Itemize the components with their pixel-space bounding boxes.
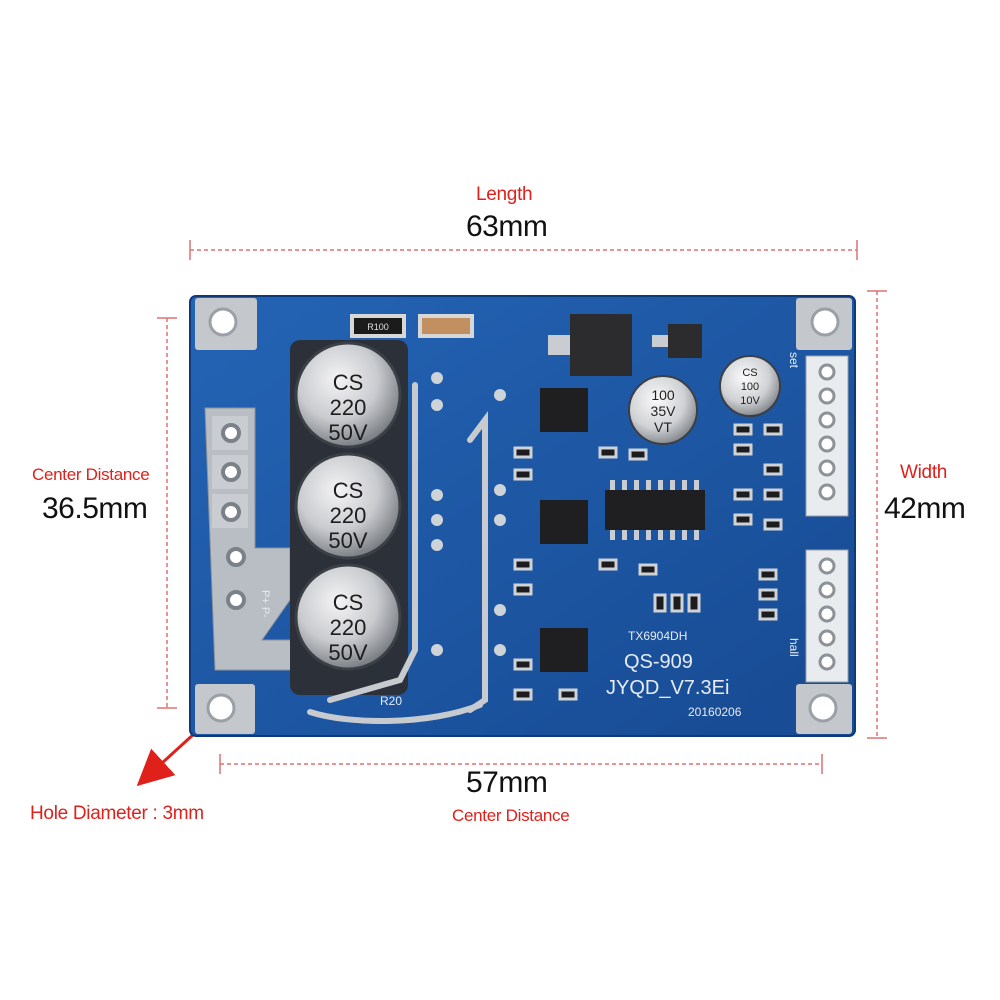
date-label: 20160206 [688, 705, 742, 719]
small-cap1-bot: VT [654, 419, 672, 435]
smd-components [513, 423, 783, 701]
mounting-hole-bottom-left [195, 684, 255, 734]
mounting-hole-bottom-right [796, 684, 852, 734]
capacitor-3-voltage: 50V [328, 640, 367, 665]
pcb-board: CS 220 50V CS 220 50V CS 220 50V P+ P- [189, 295, 856, 737]
via-pads [431, 372, 506, 656]
length-dimension-line [189, 240, 858, 260]
small-cap1-mid: 35V [651, 403, 677, 419]
chip-label: TX6904DH [628, 629, 687, 643]
hole-diameter-label: Hole Diameter : 3mm [30, 803, 204, 824]
bottom-dimension-line [219, 754, 823, 774]
set-connector [805, 355, 849, 517]
capacitor-2-value: 220 [330, 503, 367, 528]
length-label: Length [476, 184, 533, 205]
voltage-regulator-2 [652, 324, 702, 358]
set-label: set [787, 352, 801, 369]
length-value: 63mm [466, 210, 548, 243]
capacitor-3-value: 220 [330, 615, 367, 640]
capacitor-2-voltage: 50V [328, 528, 367, 553]
width-value: 42mm [884, 492, 966, 525]
left-dimension-line [157, 317, 177, 709]
small-cap2-mid: 100 [741, 381, 759, 393]
capacitor-1-cs: CS [333, 370, 364, 395]
mosfet-chip-3 [540, 628, 588, 672]
left-center-distance-label: Center Distance [32, 465, 150, 484]
small-capacitor-2: CS 100 10V [719, 355, 781, 417]
capacitor-1: CS 220 50V [294, 341, 402, 449]
width-label: Width [900, 462, 948, 483]
capacitor-3: CS 220 50V [294, 563, 402, 671]
solder-wire [307, 382, 488, 724]
r20-label: R20 [380, 694, 402, 708]
pins-label: P+ P- [259, 590, 271, 618]
resistor-label: R100 [367, 322, 389, 332]
small-cap2-top: CS [742, 367, 757, 379]
small-capacitor-1: 100 35V VT [628, 375, 698, 445]
mosfet-chip-1 [540, 388, 588, 432]
capacitor-1-value: 220 [330, 395, 367, 420]
mounting-hole-top-right [796, 298, 852, 350]
bottom-center-distance-label: Center Distance [452, 806, 570, 825]
width-dimension-line [867, 290, 887, 739]
left-center-distance-value: 36.5mm [42, 492, 148, 525]
capacitor-1-voltage: 50V [328, 420, 367, 445]
capacitor-3-cs: CS [333, 590, 364, 615]
small-cap2-bot: 10V [740, 395, 760, 407]
power-terminal [204, 407, 301, 671]
resistor-r100: R100 [350, 314, 406, 338]
voltage-regulator-1 [548, 314, 632, 376]
bottom-center-distance-value: 57mm [466, 766, 548, 799]
hall-connector [805, 549, 849, 683]
capacitor-2: CS 220 50V [294, 452, 402, 560]
version-label: JYQD_V7.3Ei [606, 677, 729, 699]
small-cap1-top: 100 [651, 387, 675, 403]
mosfet-chip-2 [540, 500, 588, 544]
driver-ic [605, 480, 705, 540]
capacitor-2-cs: CS [333, 478, 364, 503]
hall-label: hall [787, 638, 801, 657]
ceramic-capacitor [418, 314, 474, 338]
model-label: QS-909 [624, 651, 693, 673]
mounting-hole-top-left [195, 298, 257, 350]
